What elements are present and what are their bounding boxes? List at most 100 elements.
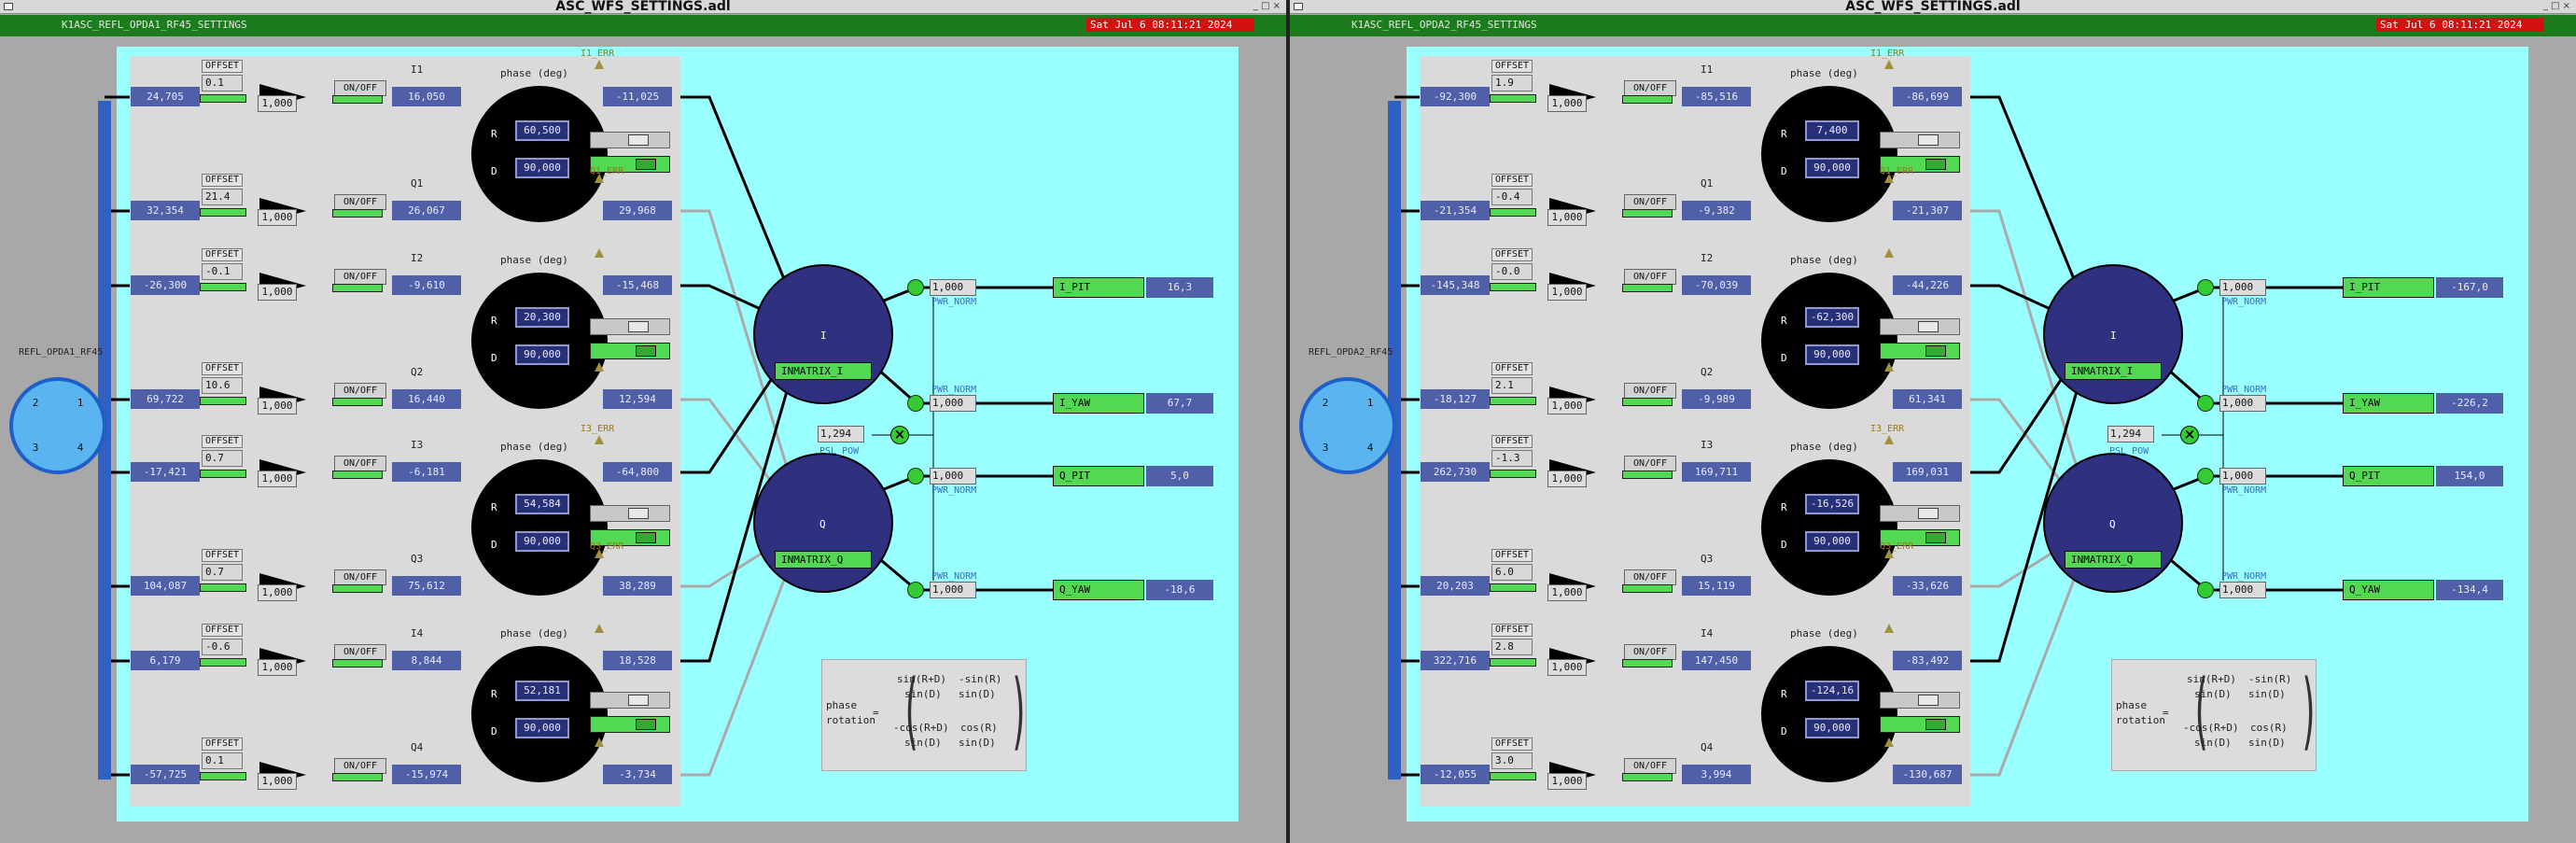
power-norm-input[interactable]: 1,000 [930,582,976,598]
phase-D-input[interactable]: 90,000 [1805,344,1859,365]
phase-R-input[interactable]: -16,526 [1805,494,1859,514]
onoff-toggle[interactable]: ON/OFF [334,80,386,96]
onoff-status-bar[interactable] [332,773,383,781]
onoff-toggle[interactable]: ON/OFF [334,383,386,399]
phase-D-input[interactable]: 90,000 [515,531,569,552]
inmatrix-I-button[interactable]: INMATRIX_I [2065,362,2162,380]
gain-input[interactable]: 1,000 [258,471,297,487]
gain-input[interactable]: 1,000 [258,773,297,790]
slider-knob[interactable] [1925,719,1946,730]
power-norm-input[interactable]: 1,000 [930,279,976,296]
output-filter-button[interactable]: Q_YAW [2343,580,2434,600]
phase-slider-green[interactable] [590,529,670,546]
gain-input[interactable]: 1,000 [1547,471,1587,487]
phase-slider[interactable] [1880,505,1960,522]
offset-enable-bar[interactable] [1490,283,1536,291]
phase-R-input[interactable]: 52,181 [515,681,569,701]
output-filter-button[interactable]: Q_PIT [1053,466,1144,486]
window-menu-icon[interactable] [1294,3,1303,10]
slider-knob[interactable] [1918,508,1939,519]
slider-knob[interactable] [636,345,656,357]
onoff-toggle[interactable]: ON/OFF [1624,194,1676,210]
phase-slider[interactable] [590,318,670,335]
phase-slider[interactable] [1880,318,1960,335]
offset-input[interactable]: 21.4 [202,189,243,205]
slider-knob[interactable] [628,695,649,706]
onoff-status-bar[interactable] [1622,209,1673,218]
offset-input[interactable]: 0.7 [202,450,243,467]
onoff-status-bar[interactable] [332,284,383,292]
onoff-toggle[interactable]: ON/OFF [334,269,386,285]
phase-slider-green[interactable] [590,156,670,173]
onoff-toggle[interactable]: ON/OFF [334,569,386,585]
onoff-status-bar[interactable] [332,659,383,667]
onoff-status-bar[interactable] [1622,95,1673,104]
gain-input[interactable]: 1,000 [1547,398,1587,414]
slider-knob[interactable] [636,532,656,543]
phase-R-input[interactable]: -62,300 [1805,307,1859,328]
onoff-status-bar[interactable] [1622,659,1673,667]
slider-knob[interactable] [628,321,649,332]
onoff-status-bar[interactable] [332,471,383,479]
phase-slider-green[interactable] [590,343,670,359]
gain-input[interactable]: 1,000 [1547,773,1587,790]
power-norm-input[interactable]: 1,000 [2219,395,2266,412]
onoff-status-bar[interactable] [332,398,383,406]
inmatrix-Q-button[interactable]: INMATRIX_Q [775,551,872,569]
phase-D-input[interactable]: 90,000 [1805,158,1859,178]
onoff-status-bar[interactable] [1622,584,1673,593]
onoff-toggle[interactable]: ON/OFF [334,644,386,660]
psl-power-input[interactable]: 1,294 [2107,426,2154,443]
phase-D-input[interactable]: 90,000 [1805,718,1859,738]
onoff-toggle[interactable]: ON/OFF [1624,383,1676,399]
power-norm-input[interactable]: 1,000 [2219,468,2266,485]
phase-slider-green[interactable] [1880,529,1960,546]
inmatrix-Q-button[interactable]: INMATRIX_Q [2065,551,2162,569]
offset-enable-bar[interactable] [1490,583,1536,592]
onoff-toggle[interactable]: ON/OFF [1624,80,1676,96]
slider-knob[interactable] [1918,695,1939,706]
offset-enable-bar[interactable] [200,583,246,592]
onoff-toggle[interactable]: ON/OFF [334,194,386,210]
onoff-toggle[interactable]: ON/OFF [1624,456,1676,471]
gain-input[interactable]: 1,000 [1547,584,1587,601]
gain-input[interactable]: 1,000 [1547,284,1587,301]
onoff-status-bar[interactable] [332,584,383,593]
offset-input[interactable]: 0.1 [202,75,243,91]
output-filter-button[interactable]: I_YAW [1053,393,1144,414]
onoff-toggle[interactable]: ON/OFF [334,758,386,774]
onoff-status-bar[interactable] [1622,773,1673,781]
gain-input[interactable]: 1,000 [258,95,297,112]
offset-input[interactable]: 10.6 [202,377,243,394]
phase-R-input[interactable]: 60,500 [515,120,569,141]
offset-enable-bar[interactable] [1490,208,1536,217]
phase-slider-green[interactable] [1880,156,1960,173]
offset-input[interactable]: 0.1 [202,752,243,769]
onoff-toggle[interactable]: ON/OFF [1624,758,1676,774]
phase-slider-green[interactable] [1880,343,1960,359]
offset-enable-bar[interactable] [200,470,246,478]
onoff-status-bar[interactable] [1622,398,1673,406]
psl-power-input[interactable]: 1,294 [818,426,864,443]
phase-slider[interactable] [1880,692,1960,709]
offset-enable-bar[interactable] [1490,658,1536,667]
phase-slider[interactable] [590,505,670,522]
output-filter-button[interactable]: I_YAW [2343,393,2434,414]
phase-R-input[interactable]: 20,300 [515,307,569,328]
phase-R-input[interactable]: 7,400 [1805,120,1859,141]
offset-input[interactable]: 2.8 [1491,639,1533,655]
offset-input[interactable]: 3.0 [1491,752,1533,769]
slider-knob[interactable] [1925,345,1946,357]
phase-D-input[interactable]: 90,000 [515,718,569,738]
onoff-toggle[interactable]: ON/OFF [1624,269,1676,285]
slider-knob[interactable] [1925,159,1946,170]
phase-slider[interactable] [590,132,670,148]
phase-R-input[interactable]: -124,16 [1805,681,1859,701]
onoff-status-bar[interactable] [1622,471,1673,479]
inmatrix-I-button[interactable]: INMATRIX_I [775,362,872,380]
onoff-toggle[interactable]: ON/OFF [1624,644,1676,660]
phase-D-input[interactable]: 90,000 [515,158,569,178]
onoff-status-bar[interactable] [332,209,383,218]
offset-enable-bar[interactable] [200,397,246,405]
slider-knob[interactable] [636,159,656,170]
